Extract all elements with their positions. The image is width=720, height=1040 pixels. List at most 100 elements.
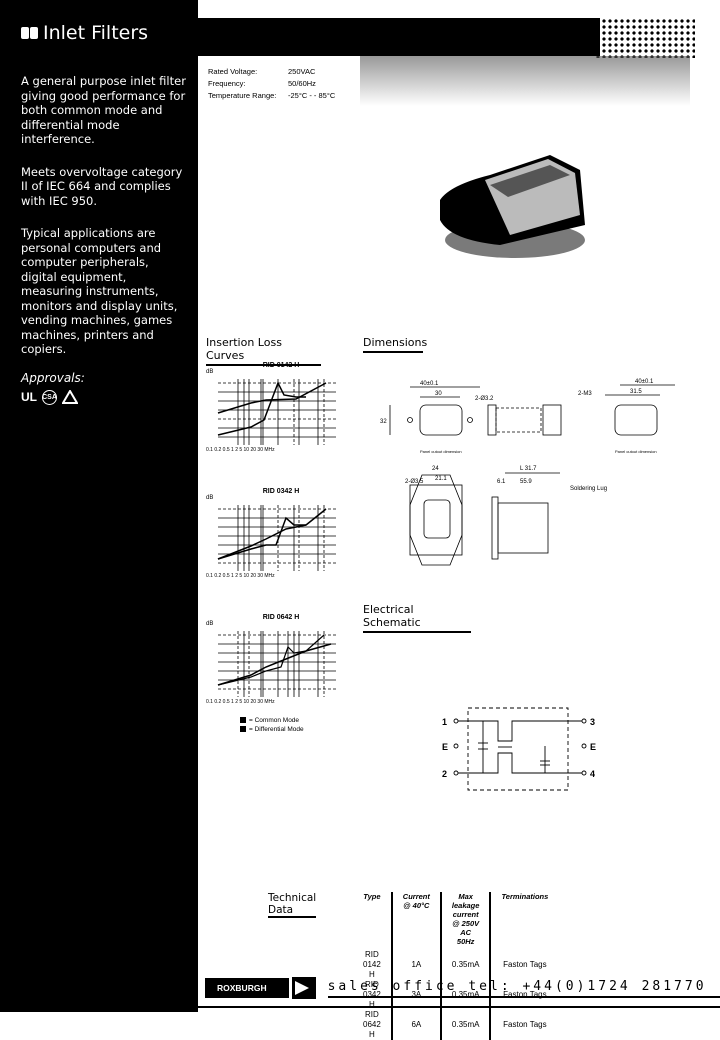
spec-value: -25°C - - 85°C xyxy=(288,91,336,100)
col-current: Current @ 40°C xyxy=(390,892,441,950)
svg-text:6.1: 6.1 xyxy=(497,479,506,485)
vde-triangle-icon xyxy=(62,390,78,404)
svg-text:31.5: 31.5 xyxy=(630,389,642,395)
chart-rid-0342: RID 0342 H dB 0.1 0.2 0.5 1 2 5 10 20 30… xyxy=(206,488,356,581)
legend-item-differential: = Differential Mode xyxy=(240,725,304,734)
spec-row: Temperature Range: -25°C - - 85°C xyxy=(208,90,358,102)
chart-title: RID 0342 H xyxy=(262,488,300,495)
spec-row: Frequency: 50/60Hz xyxy=(208,78,358,90)
page-title: Inlet Filters xyxy=(21,22,198,44)
svg-text:24: 24 xyxy=(432,466,439,472)
title-text: Inlet Filters xyxy=(43,22,149,44)
chart-plot: 0.1 0.2 0.5 1 2 5 10 20 30 MHz xyxy=(206,505,336,579)
ul-mark-icon: UL xyxy=(21,390,37,404)
chart-plot: 0.1 0.2 0.5 1 2 5 10 20 30 MHz xyxy=(206,631,336,705)
spec-value: 50/60Hz xyxy=(288,79,316,88)
chart-plot: 0.1 0.2 0.5 1 2 5 10 20 30 MHz xyxy=(206,379,336,453)
section-dimensions: Dimensions xyxy=(363,336,427,353)
svg-text:4: 4 xyxy=(590,769,595,779)
divider xyxy=(198,1006,720,1008)
svg-text:2-M3: 2-M3 xyxy=(578,391,592,397)
chart-unit: dB xyxy=(206,369,214,375)
svg-text:Soldering Lug: Soldering Lug xyxy=(570,486,607,492)
chart-title: RID 0642 H xyxy=(262,614,300,621)
svg-text:1: 1 xyxy=(442,717,447,727)
svg-text:Panel cutout dimension: Panel cutout dimension xyxy=(615,449,657,454)
specs-panel: Rated Voltage: 250VAC Frequency: 50/60Hz T… xyxy=(198,56,358,121)
chart-legend: = Common Mode = Differential Mode xyxy=(240,716,304,734)
svg-text:32: 32 xyxy=(380,419,387,425)
section-insertion-loss: Insertion Loss Curves xyxy=(206,336,321,366)
cell: RID 0142 H xyxy=(363,950,381,979)
svg-text:0.1 0.2 0.5 1 2 5 10 20: 0.1 0.2 0.5 1 2 5 10 20 30 MHz xyxy=(206,447,275,453)
svg-text:2-Ø3.5: 2-Ø3.5 xyxy=(405,479,424,485)
legend-label: = Common Mode xyxy=(249,717,300,724)
spec-label: Rated Voltage: xyxy=(208,67,258,76)
svg-text:E: E xyxy=(442,742,448,752)
sidebar: Inlet Filters A general purpose inlet fi… xyxy=(0,0,198,1012)
roxburgh-logo: ROXBURGH xyxy=(205,978,289,998)
col-type: Type xyxy=(363,892,381,901)
applications-paragraph: Typical applications are personal comput… xyxy=(21,226,178,356)
gradient-decoration xyxy=(360,56,690,106)
header-band xyxy=(198,18,600,56)
electrical-schematic: 1E 2 3E 4 xyxy=(442,707,596,791)
svg-text:2: 2 xyxy=(442,769,447,779)
svg-text:2-Ø3.2: 2-Ø3.2 xyxy=(475,396,494,402)
spec-label: Frequency: xyxy=(208,79,246,88)
approvals-label: Approvals: xyxy=(21,370,85,385)
svg-text:0.1 0.2 0.5 1 2 5 10 20: 0.1 0.2 0.5 1 2 5 10 20 30 MHz xyxy=(206,573,275,579)
legend-item-common: = Common Mode xyxy=(240,716,304,725)
chart-rid-0142: RID 0142 H dB 0.1 0.2 0.5 1 2 5 10 20 30… xyxy=(206,362,356,455)
footer: ROXBURGH sales office tel: +44(0)1724 28… xyxy=(198,975,720,1001)
section-technical-data: Technical Data xyxy=(268,892,317,918)
sales-contact: sales office tel: +44(0)1724 281770 xyxy=(327,978,720,998)
arrow-logo-icon xyxy=(291,977,316,999)
intro-paragraph: A general purpose inlet filter giving go… xyxy=(21,74,186,146)
cell: 1A xyxy=(390,950,441,980)
col-leakage: Max leakage current @ 250V AC 50Hz xyxy=(439,892,491,950)
svg-text:40±0.1: 40±0.1 xyxy=(420,381,439,387)
compliance-paragraph: Meets overvoltage category II of IEC 664… xyxy=(21,164,183,208)
cell: RID 0342 H xyxy=(363,980,381,1009)
brand-logo-icon xyxy=(21,27,38,39)
svg-text:40±0.1: 40±0.1 xyxy=(635,379,654,385)
approval-icons: UL CSA xyxy=(21,389,198,405)
chart-rid-0642: RID 0642 H dB 0.1 0.2 0.5 1 2 5 10 20 30… xyxy=(206,614,356,707)
section-schematic: Electrical Schematic xyxy=(363,603,471,633)
svg-text:E: E xyxy=(590,742,596,752)
cell: 0.35mA xyxy=(439,950,491,980)
swatch-icon xyxy=(240,717,246,724)
svg-text:55.9: 55.9 xyxy=(520,479,532,485)
swatch-icon xyxy=(240,726,246,733)
cell: RID 0642 H xyxy=(363,1010,381,1039)
spec-label: Temperature Range: xyxy=(208,91,277,100)
chart-unit: dB xyxy=(206,495,214,501)
technical-table: Type Current @ 40°C Max leakage current … xyxy=(353,892,559,1040)
svg-text:L 31.7: L 31.7 xyxy=(520,466,537,472)
spec-value: 250VAC xyxy=(288,67,316,76)
table-header-row: Type Current @ 40°C Max leakage current … xyxy=(353,892,559,950)
svg-text:0.1 0.2 0.5 1 2 5 10 20: 0.1 0.2 0.5 1 2 5 10 20 30 MHz xyxy=(206,699,275,705)
cell: 0.35mA xyxy=(439,980,491,1010)
cell: 6A xyxy=(390,1010,441,1040)
csa-mark-icon: CSA xyxy=(42,389,57,405)
cell: Faston Tags xyxy=(489,1010,559,1040)
cell: Faston Tags xyxy=(489,980,559,1010)
cell: 3A xyxy=(390,980,441,1010)
svg-text:Panel cutout dimension: Panel cutout dimension xyxy=(420,449,462,454)
cell: Faston Tags xyxy=(489,950,559,980)
halftone-decoration xyxy=(595,18,695,58)
spec-row: Rated Voltage: 250VAC xyxy=(208,66,358,78)
product-photo xyxy=(440,155,585,258)
col-terminations: Terminations xyxy=(489,892,559,950)
svg-text:21.1: 21.1 xyxy=(435,476,447,482)
chart-title: RID 0142 H xyxy=(262,362,300,369)
svg-text:3: 3 xyxy=(590,717,595,727)
legend-label: = Differential Mode xyxy=(249,726,304,733)
cell: 0.35mA xyxy=(439,1010,491,1040)
